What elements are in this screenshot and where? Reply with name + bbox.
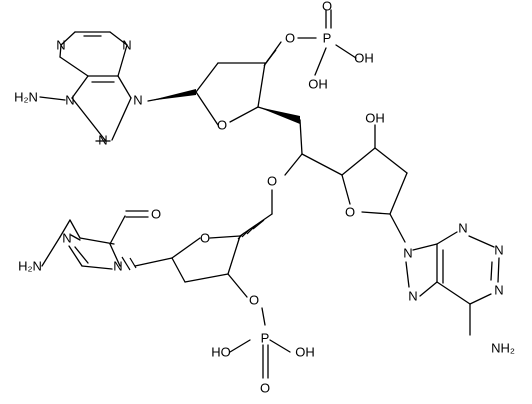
- nitrogen-atom: N: [65, 93, 74, 108]
- wedge-bond: [148, 89, 196, 101]
- nitrogen-atom: N: [133, 93, 142, 108]
- nitrogen-atom: N: [98, 133, 107, 148]
- hydroxyl-group: OH: [308, 77, 328, 92]
- oxygen-atom: O: [260, 381, 270, 396]
- sugar-top-bonds: [147, 9, 357, 126]
- oxygen-atom: O: [249, 293, 259, 308]
- nitrogen-atom: N: [494, 283, 503, 298]
- cytosine-bonds: [41, 210, 149, 270]
- oxygen-atom: O: [267, 174, 277, 189]
- phosphorus-atom: P: [323, 31, 332, 46]
- phosphorus-atom: P: [261, 331, 270, 346]
- nitrogen-atom: N: [403, 246, 412, 261]
- oxygen-atom: O: [217, 118, 227, 133]
- hydroxyl-group: OH: [365, 111, 385, 126]
- adenine-top-bonds: [39, 31, 132, 142]
- oxygen-atom: O: [285, 31, 295, 46]
- nitrogen-atom: N: [494, 243, 503, 258]
- hydroxyl-group: OH: [354, 51, 374, 66]
- nitrogen-atom: N: [458, 221, 467, 236]
- amine-group: H₂N: [18, 259, 42, 274]
- amine-group: H₂N: [14, 90, 38, 105]
- oxygen-atom: O: [151, 207, 161, 222]
- nitrogen-atom: N: [122, 38, 131, 53]
- nitrogen-atom: N: [113, 259, 122, 274]
- ether-linker-bonds: [239, 189, 273, 237]
- nitrogen-atom: N: [62, 231, 71, 246]
- wedge-bond: [258, 107, 300, 124]
- oxygen-atom: O: [322, 0, 332, 14]
- stereo-bonds: [121, 49, 300, 271]
- nitrogen-atom: N: [56, 38, 65, 53]
- hydroxyl-group: HO: [211, 345, 231, 360]
- oxygen-atom: O: [345, 205, 355, 220]
- nitrogen-atom: N: [408, 289, 417, 304]
- adenine-right-bonds: [405, 231, 500, 336]
- hydroxyl-group: OH: [295, 345, 315, 360]
- sugar-right-bonds: [284, 119, 408, 243]
- sugar-bottom-bonds: [134, 235, 291, 379]
- oxygen-atom: O: [200, 231, 210, 246]
- atom-label-layer: N N H₂N N N N O O P O OH OH OH O O N N N…: [14, 0, 515, 396]
- bond-layer: [39, 9, 500, 379]
- amine-group: NH₂: [491, 341, 515, 356]
